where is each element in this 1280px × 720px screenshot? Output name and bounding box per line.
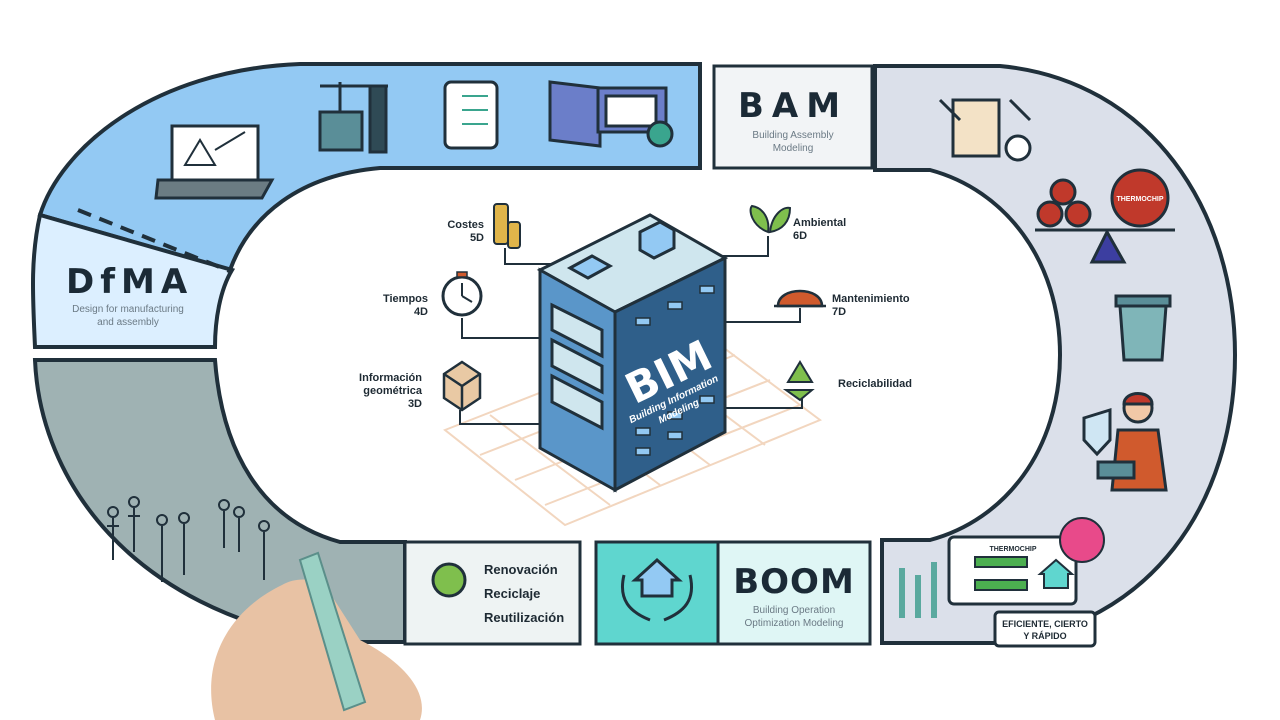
dfma-title: DfMA (66, 262, 194, 302)
dfma-subtitle-2: and assembly (97, 317, 159, 328)
label-mantenimiento: Mantenimiento 7D (832, 293, 910, 319)
badge-line-1: EFICIENTE, CIERTO (1002, 619, 1088, 629)
checklist-tablet-icon (443, 80, 499, 150)
circular-item-reutilizacion: Reutilización (484, 610, 565, 625)
bam-subtitle-1: Building Assembly (752, 130, 834, 141)
building-windows (635, 285, 715, 456)
label-mantenimiento-line2: 7D (832, 306, 847, 318)
house-hands-icon (621, 557, 693, 622)
label-mantenimiento-line1: Mantenimiento (832, 293, 910, 305)
recycle-bin-icon (1114, 294, 1172, 362)
circular-item-reciclaje: Reciclaje (484, 586, 541, 601)
label-costes-line2: 5D (469, 232, 484, 244)
stopwatch-icon (441, 271, 483, 317)
recycle-icon (782, 360, 815, 402)
boom-subtitle-1: Building Operation (752, 605, 836, 616)
circular-economy-icon (431, 562, 467, 598)
label-costes-line1: Costes (447, 219, 484, 231)
label-tiempos-line1: Tiempos (382, 293, 428, 305)
crane-icon (318, 82, 388, 154)
boom-title: BOOM (733, 562, 855, 602)
dfma-subtitle-1: Design for manufacturing (72, 304, 184, 315)
label-tiempos: Tiempos 4D (350, 293, 428, 319)
worker-tablet-icon (1082, 392, 1168, 492)
label-tiempos-line2: 4D (413, 306, 428, 318)
dfma-band (30, 212, 236, 349)
bam-card (712, 64, 874, 170)
blueprint-monitor-icon (548, 80, 674, 148)
boom-subtitle-2: Optimization Modeling (744, 618, 844, 629)
hand-illustration (211, 551, 422, 720)
label-ambiental: Ambiental 6D (793, 217, 846, 243)
label-ambiental-line1: Ambiental (793, 217, 847, 229)
thermochip-logo-scale: THERMOCHIP (1116, 196, 1163, 203)
balance-scale-icon (1035, 168, 1175, 264)
circular-item-renovacion: Renovación (484, 562, 558, 577)
connector-lines (459, 236, 803, 425)
leaf-icon (749, 204, 792, 234)
separator-dfma (77, 208, 233, 274)
prefab-building-icon (938, 98, 1032, 162)
boom-card (716, 540, 872, 646)
label-info-geometrica: Información geométrica 3D (330, 372, 422, 411)
label-info-line2: geométrica (363, 385, 422, 397)
bam-subtitle-2: Modeling (772, 143, 814, 154)
laptop-icon (154, 124, 275, 200)
label-ambiental-line2: 6D (793, 230, 808, 242)
label-info-line1: Información (359, 372, 422, 384)
label-costes: Costes 5D (420, 219, 484, 245)
coins-icon (493, 203, 521, 249)
bam-title: BAM (737, 86, 849, 126)
thermochip-logo-dashboard: THERMOCHIP (989, 546, 1036, 553)
people-group-icon (107, 496, 270, 582)
hard-hat-icon (774, 289, 826, 308)
label-reciclabilidad: Reciclabilidad (838, 378, 912, 390)
cube-icon (442, 360, 482, 412)
badge-line-2: Y RÁPIDO (1023, 631, 1066, 641)
label-info-line3: 3D (407, 398, 422, 410)
circular-panel (403, 540, 582, 646)
performance-dashboard (899, 517, 1105, 648)
